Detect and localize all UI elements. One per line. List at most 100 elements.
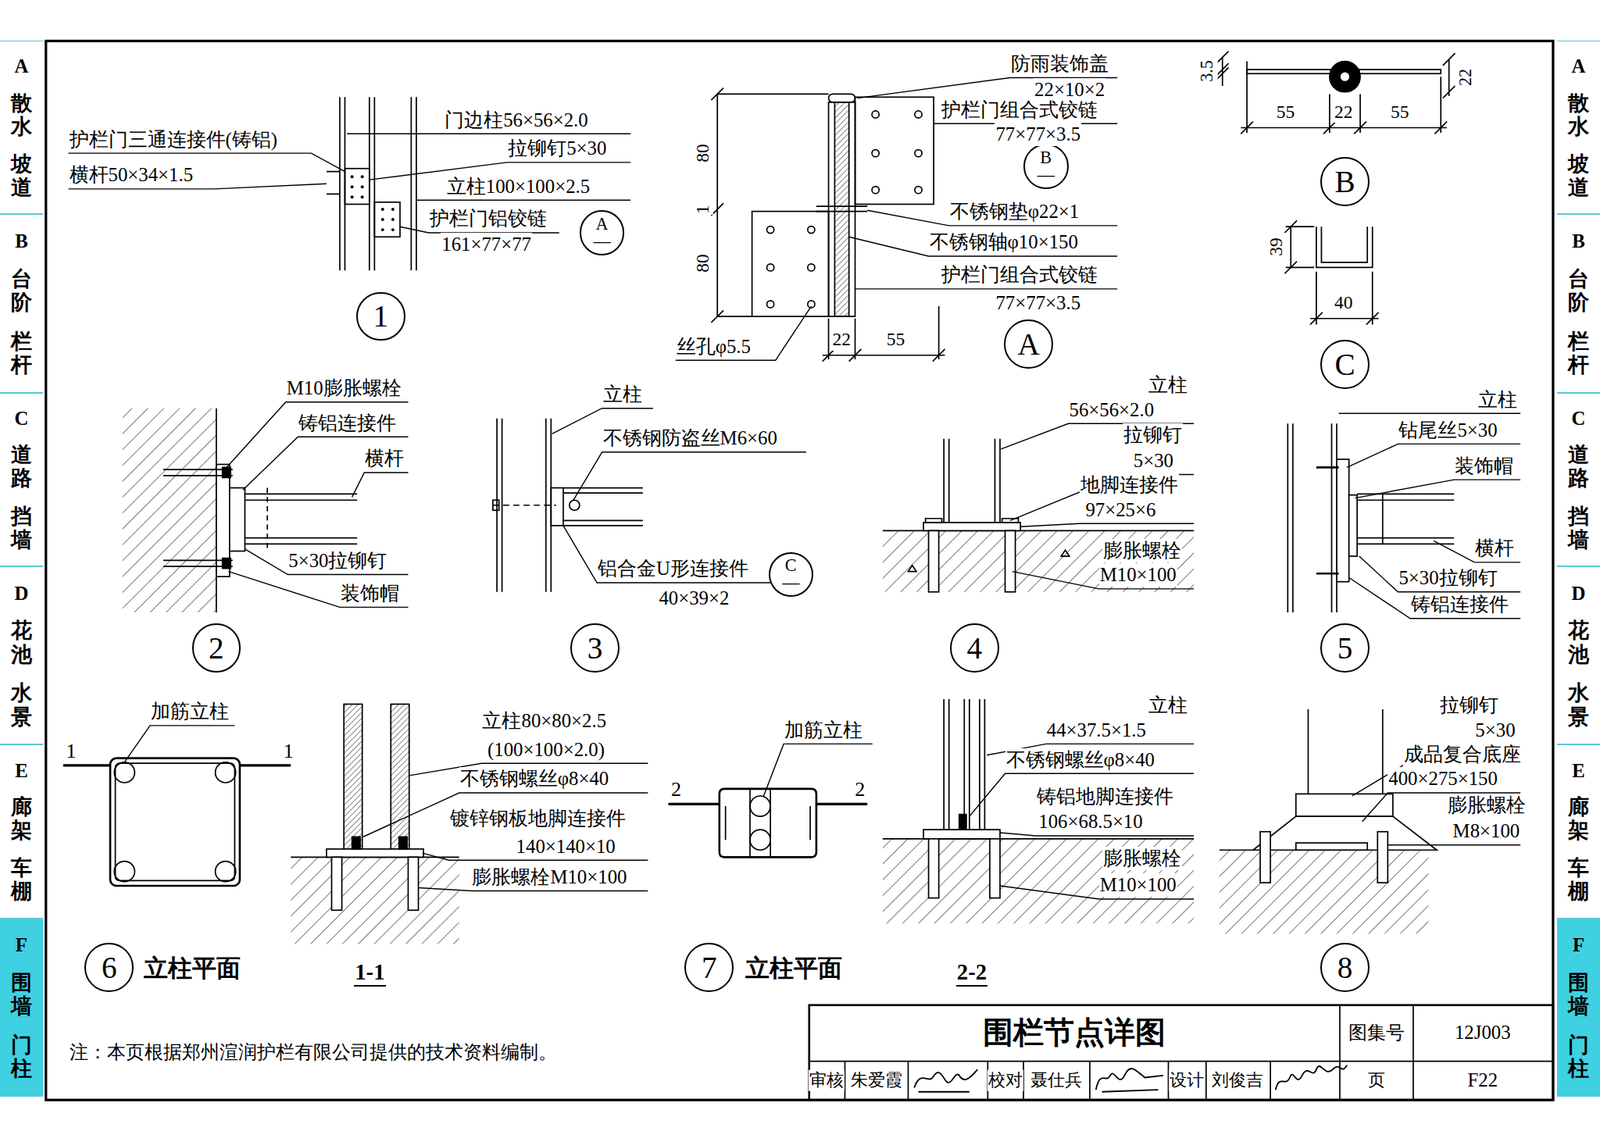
section-name: 2-2	[956, 958, 988, 987]
callout-number: 5	[1337, 631, 1354, 665]
detail-a	[710, 88, 945, 362]
part-label: 立柱平面	[142, 953, 242, 984]
title-block-cell: 设计	[1168, 1070, 1205, 1092]
detail-6	[63, 703, 460, 944]
tab-word: 挡墙	[10, 504, 33, 552]
callout-circle: 7	[684, 942, 734, 993]
callout-number: B	[1334, 164, 1355, 199]
tab-word: 车棚	[1567, 856, 1590, 904]
callout-circle: A—	[579, 210, 625, 255]
callout-number: B	[1039, 149, 1052, 167]
index-tab: E廊架车棚	[0, 744, 43, 918]
part-label: 注：本页根据郑州渲润护栏有限公司提供的技术资料编制。	[68, 1041, 558, 1064]
tab-word: 挡墙	[1567, 504, 1590, 552]
tab-word: 花池	[10, 618, 33, 666]
part-label: 铸铝连接件	[1410, 592, 1510, 617]
index-tab: F围墙门柱	[1557, 918, 1600, 1098]
part-label: 护栏门铝铰链	[428, 207, 548, 231]
part-label: 膨胀螺栓	[1102, 539, 1183, 563]
section-name: 1-1	[353, 958, 386, 987]
part-label: 横杆	[1474, 536, 1515, 561]
tab-letter: C	[14, 407, 29, 429]
tab-letter: B	[14, 230, 29, 252]
tab-word: 坡道	[1567, 152, 1590, 200]
index-tab: B台阶栏杆	[1557, 214, 1600, 393]
part-label: (100×100×2.0)	[486, 738, 606, 762]
part-label: 5×30	[1474, 718, 1516, 743]
tab-letter: B	[1571, 230, 1586, 252]
title-block-cell: 朱爱霞	[850, 1070, 904, 1092]
dimension: 2	[853, 777, 866, 802]
tab-word: 车棚	[10, 856, 33, 904]
tab-word: 道路	[10, 442, 33, 490]
tab-word: 栏杆	[10, 329, 33, 377]
title-block-cell: F22	[1466, 1068, 1499, 1093]
part-label: 不锈钢轴φ10×150	[928, 230, 1079, 254]
dimension: 22	[1454, 67, 1476, 87]
tab-word: 门柱	[1567, 1033, 1590, 1081]
dimension: 40	[1333, 291, 1354, 314]
part-label: 立柱	[602, 382, 643, 407]
title-block-cell: 页	[1367, 1070, 1386, 1092]
part-label: 立柱	[1147, 373, 1189, 397]
detail-1	[326, 96, 417, 271]
tab-word: 坡道	[10, 152, 33, 200]
part-label: M10×100	[1099, 563, 1178, 587]
part-label: 丝孔φ5.5	[675, 335, 752, 359]
part-label: 不锈钢螺丝φ8×40	[1005, 748, 1157, 772]
index-tab: A散水坡道	[1557, 40, 1600, 215]
part-label: 装饰帽	[339, 582, 400, 606]
index-tab: D花池水景	[0, 566, 43, 746]
part-label: 护栏门组合式铰链	[940, 98, 1099, 122]
tab-word: 廊架	[10, 795, 33, 843]
callout-circle: 2	[192, 623, 242, 673]
callout-circle: 6	[84, 942, 134, 993]
frame	[46, 40, 1554, 1100]
detail-7	[668, 699, 1195, 924]
callout-circle: C—	[768, 552, 814, 597]
dimension: 1	[282, 739, 295, 764]
tab-letter: A	[14, 55, 29, 77]
part-label: 防雨装饰盖	[1010, 52, 1110, 76]
tab-word: 水景	[1567, 681, 1590, 729]
part-label: M8×100	[1452, 819, 1522, 843]
dimension: 22	[1333, 100, 1354, 123]
callout-number: C	[1334, 347, 1355, 382]
tab-letter: A	[1571, 55, 1586, 77]
dimension: 80	[691, 142, 714, 164]
tab-word: 散水	[10, 91, 33, 139]
tab-word: 水景	[10, 681, 33, 729]
part-label: 拉铆钉	[1439, 693, 1500, 718]
index-tab: A 散水坡道	[0, 40, 43, 215]
part-label: 40×39×2	[657, 586, 730, 611]
part-label: 铸铝地脚连接件	[1035, 785, 1175, 809]
tab-word: 台阶	[1567, 267, 1590, 315]
callout-number: 4	[967, 631, 983, 665]
part-label: 77×77×3.5	[994, 122, 1082, 147]
index-tab: E廊架车棚	[1557, 744, 1600, 918]
title-block-cell: 图集号	[1347, 1021, 1406, 1044]
detail-4	[882, 439, 1194, 593]
callout-number: 1	[372, 299, 389, 333]
drawing-title: 围栏节点详图	[982, 1014, 1167, 1051]
title-block-cell: 12J003	[1453, 1021, 1512, 1045]
part-label: 不锈钢螺丝φ8×40	[459, 767, 611, 791]
tab-letter: E	[1571, 760, 1586, 782]
part-label: 97×25×6	[1084, 498, 1157, 522]
part-label: 不锈钢垫φ22×1	[949, 200, 1081, 224]
callout-number: 6	[101, 950, 118, 985]
leader-lines	[68, 77, 1522, 899]
part-label: 门边柱56×56×2.0	[443, 108, 590, 133]
part-label: 77×77×3.5	[994, 291, 1082, 315]
callout-circle: 5	[1320, 623, 1370, 673]
title-block-cell: 校对	[987, 1070, 1024, 1092]
part-label: 立柱100×100×2.5	[446, 175, 591, 199]
part-label: M10×100	[1099, 873, 1178, 897]
tab-word: 花池	[1567, 618, 1590, 666]
dimension: 80	[691, 253, 714, 274]
part-label: 加筋立柱	[150, 700, 230, 724]
part-label: 106×68.5×10	[1037, 810, 1143, 834]
part-label: 161×77×77	[440, 232, 533, 257]
dimension: 55	[1389, 100, 1411, 123]
tab-letter: D	[1571, 582, 1586, 604]
